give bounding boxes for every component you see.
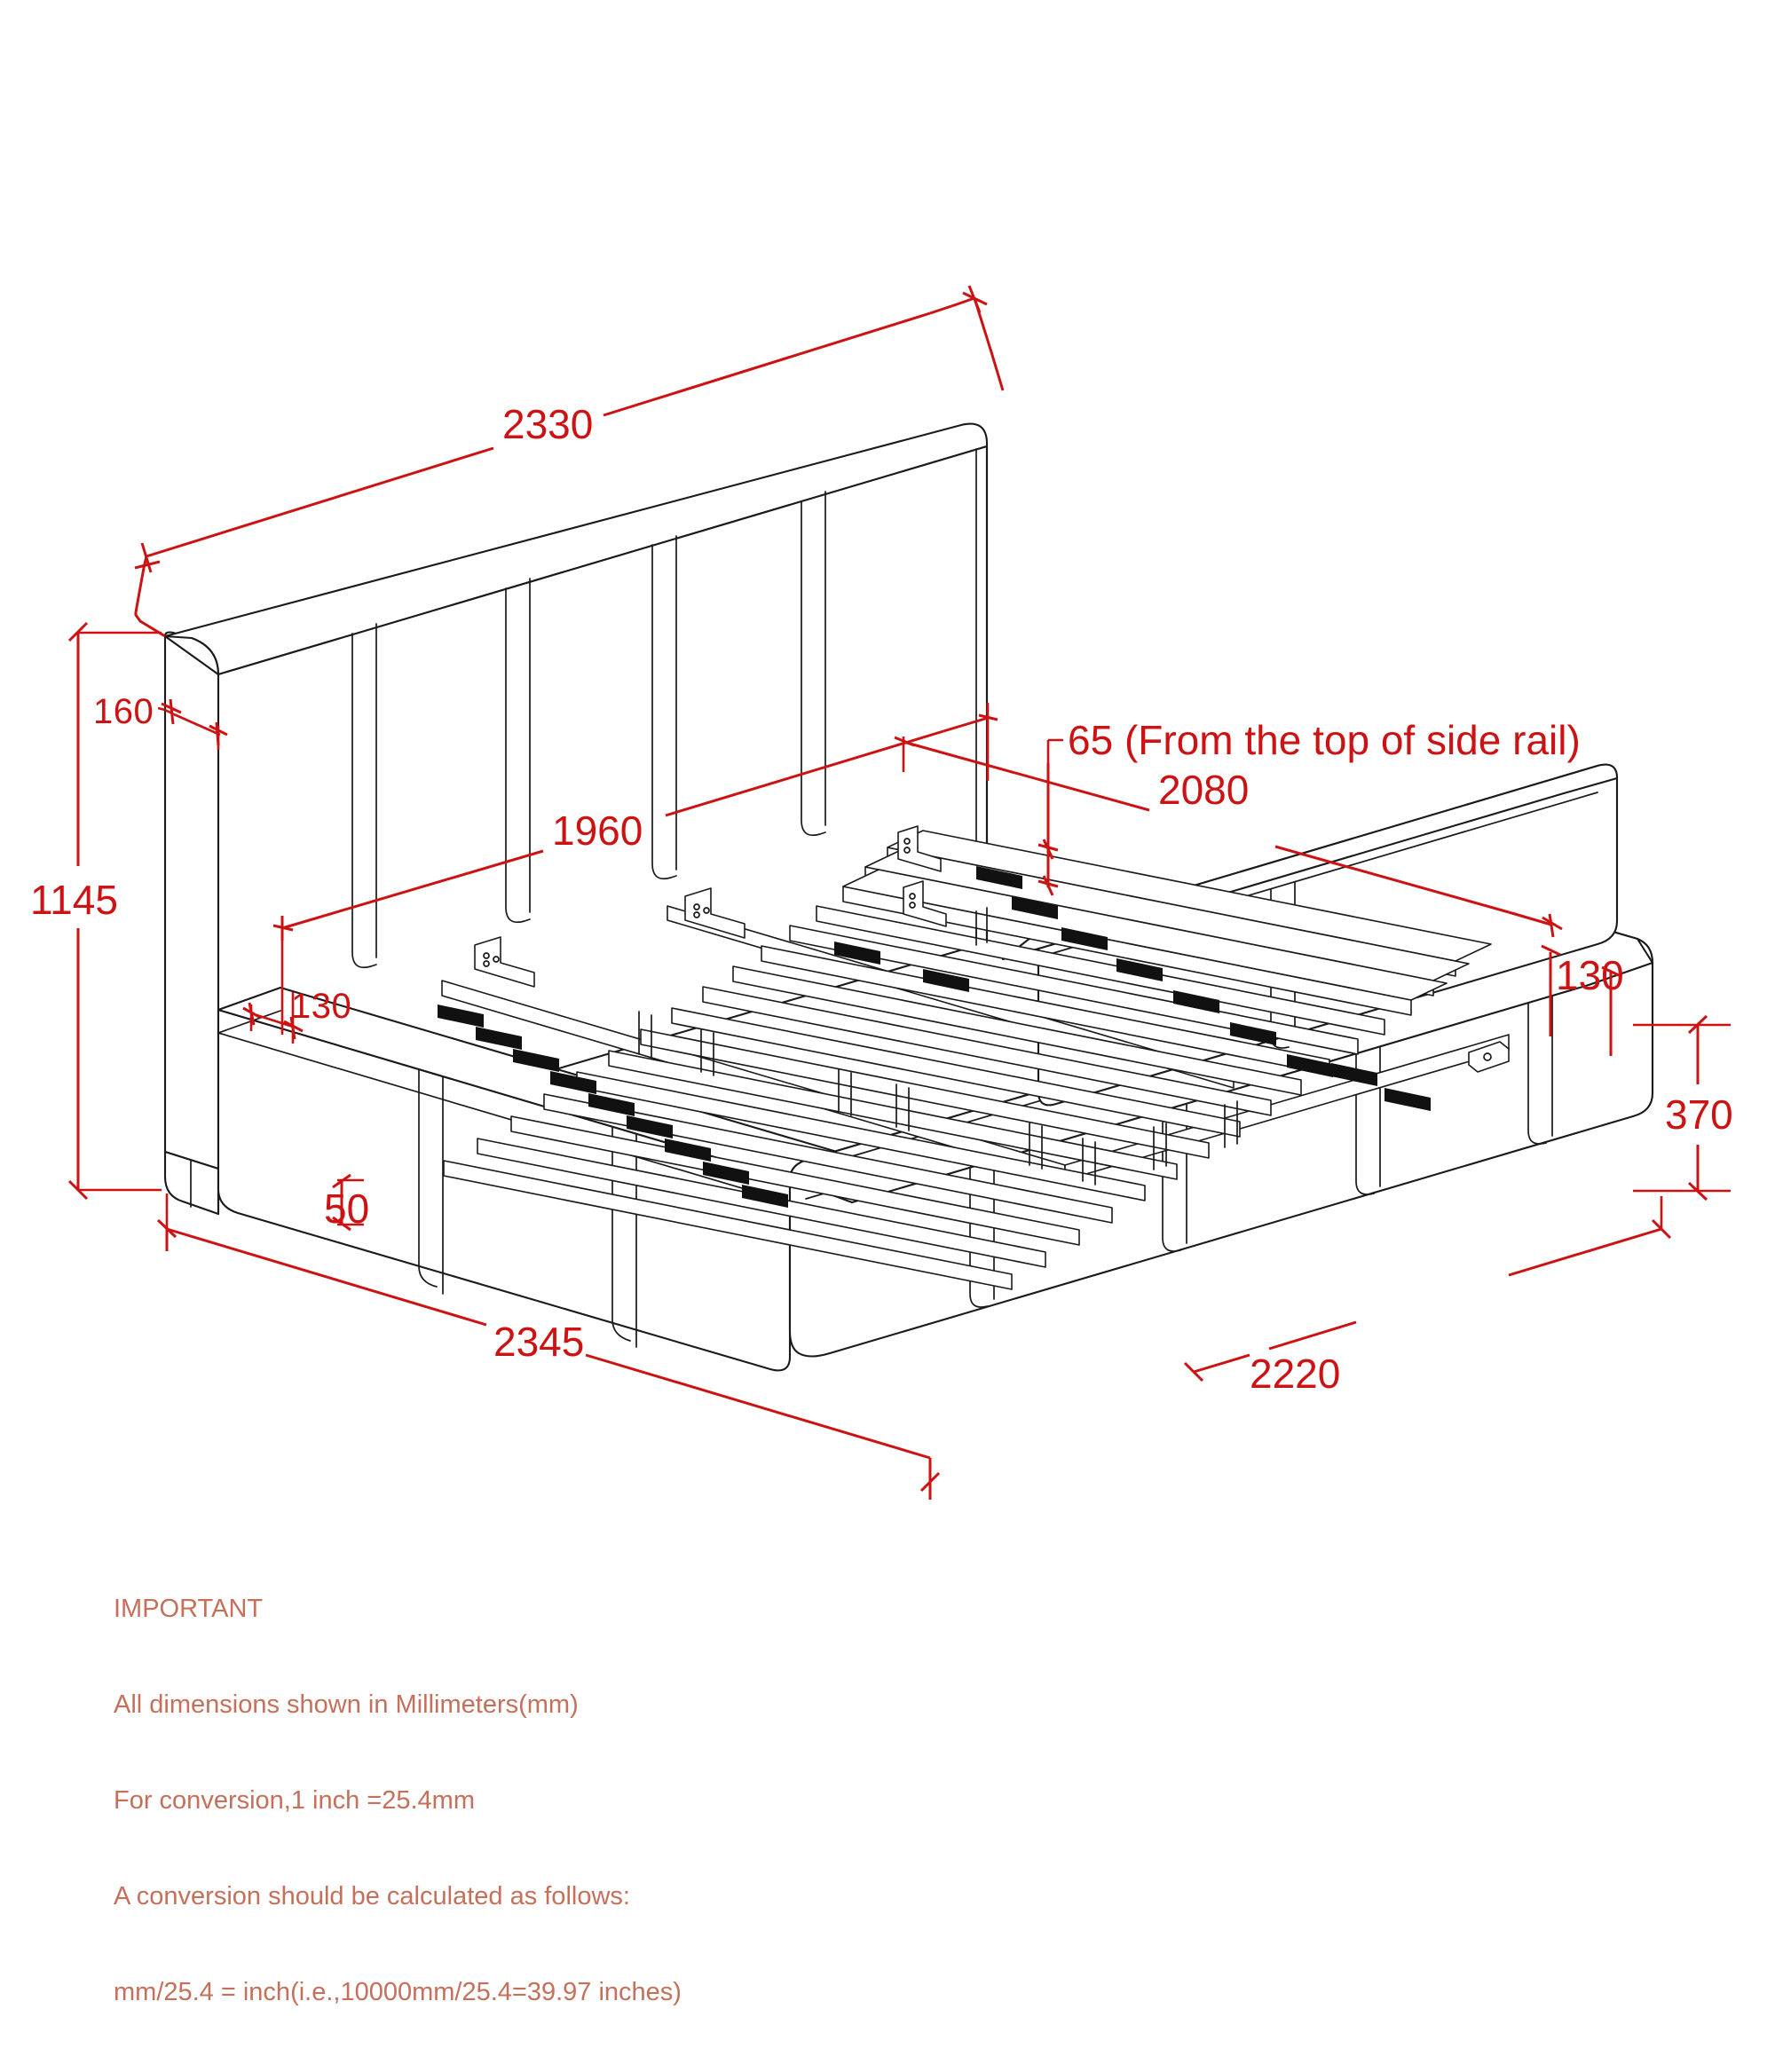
dimension-2080-label: 2080 <box>1158 767 1249 813</box>
dimension-130-left: 130 <box>242 987 351 1044</box>
headboard-left-rail-join <box>217 987 281 1034</box>
dimension-370-label: 370 <box>1665 1091 1733 1138</box>
dimension-50: 50 <box>324 1173 369 1232</box>
rail-bracket-upper <box>897 825 942 872</box>
left-side-rail <box>217 1008 792 1372</box>
dimension-1145-label: 1145 <box>30 877 118 923</box>
note-line-1: All dimensions shown in Millimeters(mm) <box>114 1690 579 1719</box>
dimension-130-right-label: 130 <box>1556 952 1624 998</box>
bed-isometric-drawing: 2330 160 <box>30 285 1733 1500</box>
dimension-annotations: 2330 160 <box>30 285 1733 1500</box>
dimension-50-label: 50 <box>324 1186 369 1232</box>
dimension-160-label: 160 <box>93 692 154 731</box>
rail-corner-connector-right <box>1468 1041 1510 1073</box>
note-line-4: mm/25.4 = inch(i.e.,10000mm/25.4=39.97 i… <box>114 1978 682 2006</box>
dimension-160: 160 <box>93 692 228 750</box>
note-heading: IMPORTANT <box>114 1595 264 1623</box>
dimension-65-label: 65 (From the top of side rail) <box>1068 717 1581 763</box>
headboard-channel-seams <box>351 491 826 969</box>
slat-base-assembly <box>438 825 1510 1290</box>
dimension-1145: 1145 <box>30 621 162 1201</box>
technical-drawing-canvas: 2330 160 <box>30 285 1733 2006</box>
rail-bracket-mid <box>684 887 746 939</box>
rail-bracket-left <box>474 936 535 988</box>
slat-connector-blocks <box>438 866 1431 1208</box>
note-line-3: A conversion should be calculated as fol… <box>114 1882 630 1910</box>
bed-geometry <box>163 422 1654 1372</box>
slat-vertical-supports <box>638 1011 1238 1186</box>
dimension-2345: 2345 <box>156 1194 941 1500</box>
headboard-rail-junction <box>975 907 988 946</box>
dimension-2345-label: 2345 <box>493 1319 584 1365</box>
dimension-1960-label: 1960 <box>552 808 643 854</box>
dimension-2220-label: 2220 <box>1250 1351 1340 1397</box>
dimension-130-left-label: 130 <box>291 987 351 1026</box>
dimension-2080: 2080 <box>894 736 1563 938</box>
dimension-1960: 1960 <box>272 703 998 1035</box>
dimension-65-side-rail: 65 (From the top of side rail) <box>1037 717 1581 896</box>
dimension-370: 370 <box>1633 1014 1733 1201</box>
note-line-2: For conversion,1 inch =25.4mm <box>114 1786 475 1815</box>
dimension-130-right: 130 <box>1541 944 1624 1056</box>
rail-bracket-upper-2 <box>903 880 947 927</box>
important-note-block: IMPORTANT All dimensions shown in Millim… <box>114 1529 682 2072</box>
dimension-2220: 2220 <box>1183 1196 1672 1397</box>
dimension-2330-label: 2330 <box>502 401 593 447</box>
dimension-2330: 2330 <box>134 285 1005 638</box>
